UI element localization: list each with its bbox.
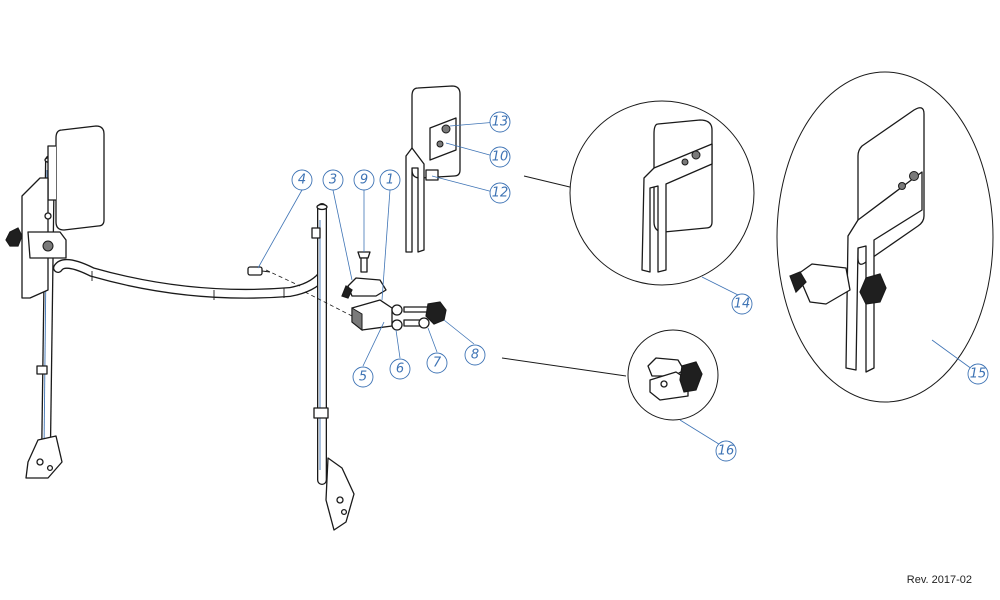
svg-text:1: 1 (386, 173, 394, 188)
callout-1: 1 (379, 169, 401, 191)
revision-label: Rev. 2017-02 (906, 574, 972, 586)
cross-bar (53, 258, 327, 300)
callout-6: 6 (389, 358, 411, 380)
svg-text:12: 12 (492, 186, 509, 201)
detail-view-14 (523, 100, 755, 286)
svg-text:6: 6 (396, 362, 404, 377)
callout-12: 12 (489, 182, 511, 204)
headrest-pad-exploded (405, 85, 461, 253)
leader-lines (257, 121, 977, 447)
callout-4: 4 (291, 169, 313, 191)
callout-7: 7 (426, 352, 448, 374)
callout-14: 14 (731, 293, 753, 315)
svg-text:4: 4 (298, 173, 306, 188)
callout-16: 16 (715, 440, 737, 462)
svg-text:7: 7 (433, 356, 442, 371)
right-upright-assembly (311, 203, 355, 531)
svg-text:14: 14 (734, 297, 751, 312)
svg-text:5: 5 (359, 370, 367, 385)
svg-text:9: 9 (360, 173, 368, 188)
svg-text:15: 15 (970, 367, 987, 382)
detail-view-15 (776, 71, 994, 403)
callout-10: 10 (489, 146, 511, 168)
svg-text:8: 8 (471, 348, 479, 363)
callout-5: 5 (352, 366, 374, 388)
detail-view-16 (501, 329, 719, 421)
svg-text:13: 13 (492, 115, 509, 130)
callout-15: 15 (967, 363, 989, 385)
left-upright-assembly (5, 125, 105, 479)
callout-bubbles: 1 3 4 5 6 7 8 9 (291, 111, 989, 462)
svg-text:10: 10 (492, 150, 509, 165)
hardware-parts (247, 251, 447, 332)
callout-3: 3 (322, 169, 344, 191)
callout-8: 8 (464, 344, 486, 366)
callout-13: 13 (489, 111, 511, 133)
callout-9: 9 (353, 169, 375, 191)
svg-text:3: 3 (329, 173, 337, 188)
svg-text:16: 16 (718, 444, 735, 459)
